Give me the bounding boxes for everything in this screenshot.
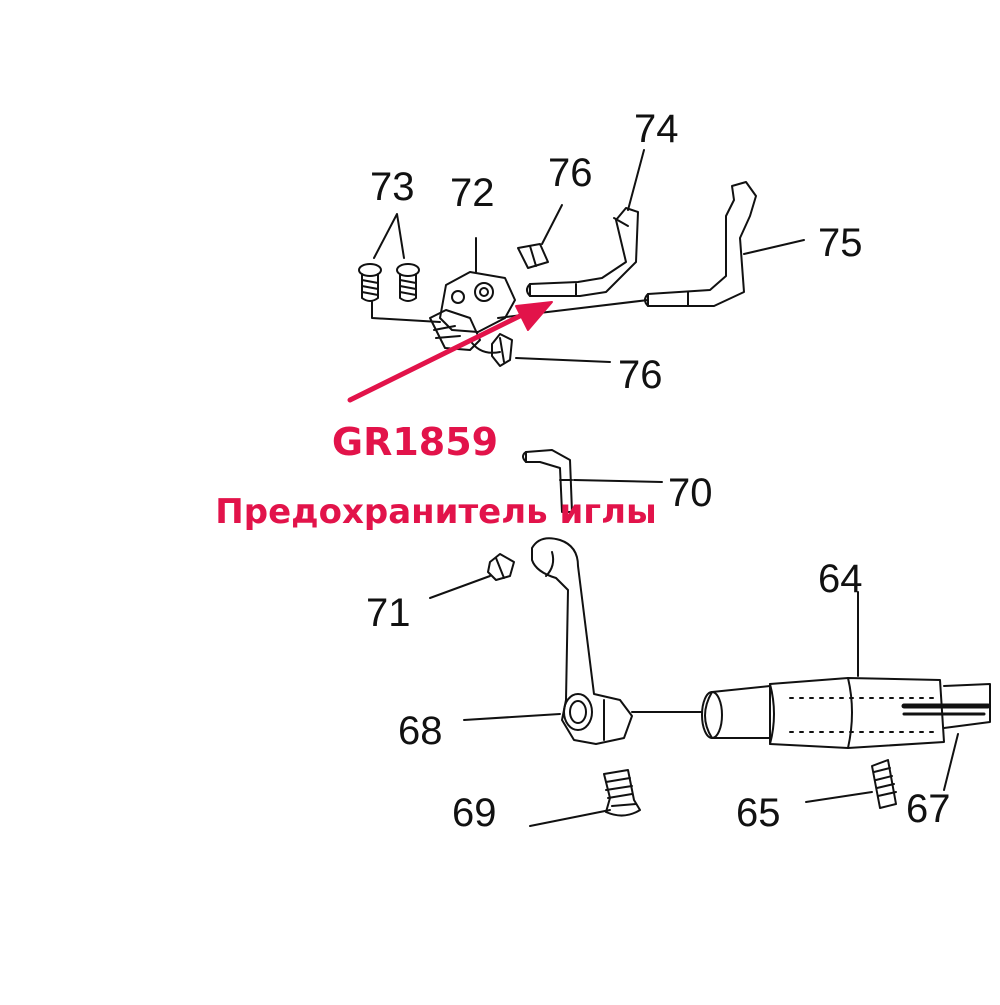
screw-69 bbox=[603, 769, 641, 817]
leader-68 bbox=[463, 713, 561, 721]
label-75: 75 bbox=[818, 221, 863, 265]
label-76-upper: 76 bbox=[548, 151, 593, 195]
label-70: 70 bbox=[668, 471, 713, 515]
leader-69 bbox=[529, 809, 611, 827]
needle-bar-70 bbox=[522, 449, 573, 513]
label-74: 74 bbox=[634, 107, 679, 151]
callout-part-code: GR1859 bbox=[331, 420, 499, 464]
label-67: 67 bbox=[906, 787, 951, 831]
label-68: 68 bbox=[398, 709, 443, 753]
leader-76-lower bbox=[515, 357, 611, 363]
label-65: 65 bbox=[736, 791, 781, 835]
label-64: 64 bbox=[818, 557, 863, 601]
needle-guard-74 bbox=[526, 207, 639, 297]
label-76-lower: 76 bbox=[618, 353, 663, 397]
callout-part-name: Предохранитель иглы bbox=[215, 492, 657, 532]
spring-65 bbox=[871, 759, 897, 809]
callout-arrow bbox=[347, 301, 553, 403]
leader-70 bbox=[573, 479, 663, 483]
shaft-64 bbox=[631, 677, 991, 749]
screw-73-right bbox=[396, 263, 420, 302]
leader-73-base bbox=[371, 301, 441, 323]
leader-75 bbox=[743, 239, 805, 255]
screw-71 bbox=[487, 553, 515, 581]
arm-68 bbox=[531, 537, 633, 745]
screw-76-upper bbox=[517, 243, 549, 269]
label-72: 72 bbox=[450, 171, 495, 215]
label-73: 73 bbox=[370, 165, 415, 209]
leader-73 bbox=[373, 213, 405, 259]
leader-67 bbox=[943, 733, 959, 791]
leader-76-upper bbox=[541, 204, 563, 245]
label-69: 69 bbox=[452, 791, 497, 835]
needle-guard-75 bbox=[644, 181, 757, 307]
leader-71 bbox=[429, 575, 491, 599]
screw-73-left bbox=[358, 263, 382, 302]
leader-65 bbox=[805, 791, 873, 803]
screw-76-lower bbox=[491, 333, 513, 367]
leader-74 bbox=[627, 149, 645, 211]
label-71: 71 bbox=[366, 591, 411, 635]
